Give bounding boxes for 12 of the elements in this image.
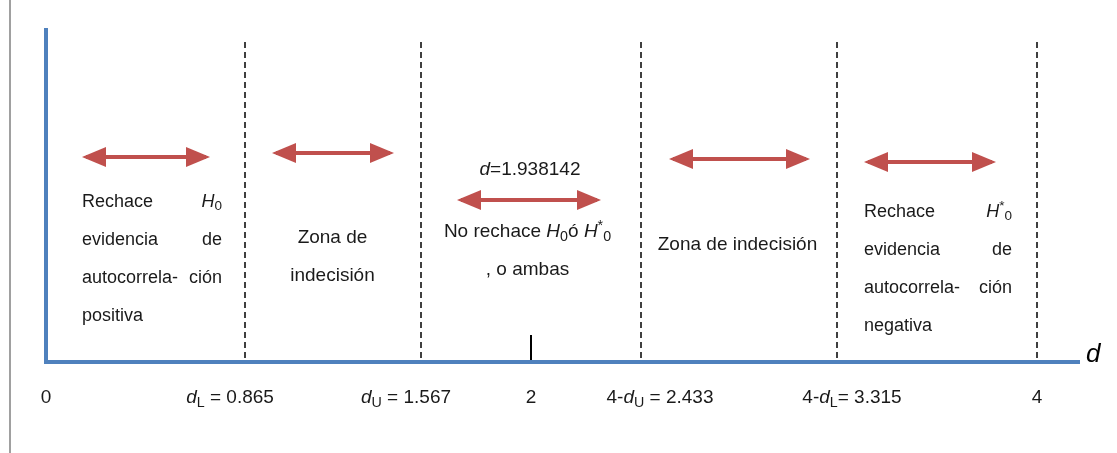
tick-label: d$_{L}$ = 0.865 [185,385,275,412]
tick-label: 4-d$_{U}$ = 2.433 [605,385,715,412]
tick-label: 2 [524,385,538,409]
tick-label: 4 [1030,385,1044,409]
region-text: Zona de indecisión [656,232,819,256]
statistic-value: d=1.938142 [478,157,582,181]
tick-label: d$_{U}$ = 1.567 [359,385,453,412]
region-text: Rechace H$_{0}$ evidencia de autocorrela- ción positiva [82,190,222,327]
axis-label: d [1086,338,1102,368]
tick-label: 0 [39,385,53,409]
tick-label: 4-d$_{L}$= 3.315 [801,385,903,412]
region-text: Zona de indecisión [289,225,376,287]
